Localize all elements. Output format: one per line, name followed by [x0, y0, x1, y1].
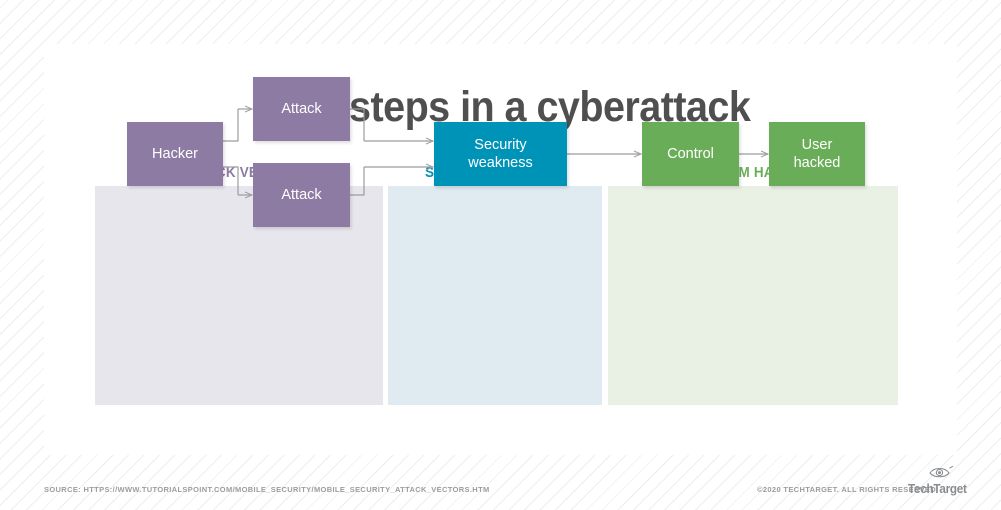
node-hacker-label: Hacker — [152, 146, 198, 162]
eye-icon — [929, 465, 954, 478]
node-control[interactable]: Control — [642, 122, 739, 186]
node-security-weakness[interactable]: Security weakness — [434, 122, 567, 186]
connector-lines — [223, 44, 957, 455]
node-user-hacked-label-line1: User — [801, 137, 833, 153]
panel-system-weakness — [388, 186, 602, 405]
node-hacker[interactable]: Hacker — [127, 122, 223, 186]
techtarget-wordmark: TechTarget — [908, 481, 967, 496]
techtarget-logo: TechTarget — [908, 464, 967, 498]
node-attack-bottom[interactable]: Attack — [253, 163, 350, 227]
node-user-hacked[interactable]: User hacked — [769, 122, 865, 186]
node-attack-bottom-label: Attack — [281, 187, 322, 203]
infographic-card: Main steps in a cyberattack ATTACK VECTO… — [44, 44, 957, 455]
node-security-weakness-label-line1: Security — [474, 137, 527, 153]
copyright-notice: ©2020 TECHTARGET. ALL RIGHTS RESERVED — [757, 485, 937, 494]
flow-diagram: Hacker Attack Attack Security weakness C… — [44, 44, 957, 455]
node-security-weakness-label-line2: weakness — [468, 155, 533, 171]
node-control-label: Control — [667, 146, 714, 162]
node-attack-top[interactable]: Attack — [253, 77, 350, 141]
node-attack-top-label: Attack — [281, 101, 322, 117]
panel-system-hacked — [608, 186, 898, 405]
source-caption: SOURCE: HTTPS://WWW.TUTORIALSPOINT.COM/M… — [44, 485, 490, 494]
node-user-hacked-label-line2: hacked — [793, 155, 841, 171]
